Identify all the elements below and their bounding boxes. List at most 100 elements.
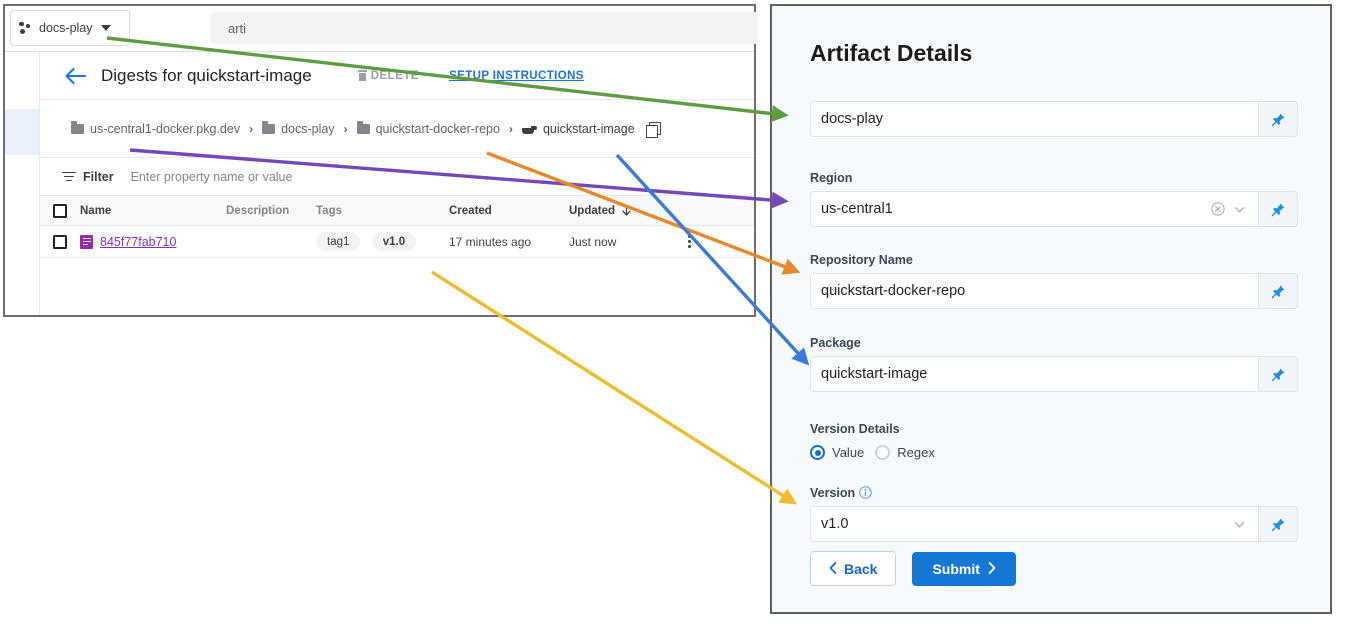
column-header-updated[interactable]: Updated	[569, 204, 674, 217]
tag-chip[interactable]: tag1	[316, 232, 361, 251]
breadcrumb-separator: ›	[508, 121, 513, 136]
column-header-name[interactable]: Name	[80, 204, 112, 217]
filter-row: Filter Enter property name or value	[40, 158, 754, 196]
select-all-checkbox-cell	[40, 203, 80, 218]
folder-icon	[356, 121, 370, 134]
digest-link[interactable]: 845f77fab710	[100, 234, 177, 249]
column-header-description[interactable]: Description	[226, 204, 290, 217]
version-field-value: v1.0	[821, 516, 849, 532]
nav-rail-active-item[interactable]	[5, 109, 39, 155]
breadcrumb-separator: ›	[249, 121, 254, 136]
clear-icon[interactable]	[1211, 202, 1225, 216]
project-field-group: docs-play	[810, 101, 1298, 137]
column-header-tags[interactable]: Tags	[316, 204, 342, 217]
project-selector-chip[interactable]: docs-play	[10, 10, 130, 46]
pin-icon[interactable]	[1259, 191, 1298, 227]
breadcrumb-label: us-central1-docker.pkg.dev	[90, 121, 241, 136]
row-checkbox[interactable]	[53, 234, 67, 249]
column-header-created[interactable]: Created	[449, 204, 492, 217]
breadcrumb-item-repository[interactable]: quickstart-docker-repo	[356, 121, 500, 136]
tag-chip[interactable]: v1.0	[371, 232, 417, 251]
breadcrumb-label: quickstart-image	[542, 121, 635, 136]
search-input[interactable]: arti	[210, 12, 758, 44]
region-field[interactable]: us-central1	[810, 191, 1259, 227]
breadcrumb-separator: ›	[343, 121, 348, 136]
radio-button-value[interactable]	[810, 445, 825, 460]
folder-icon	[71, 121, 84, 134]
breadcrumb-label: quickstart-docker-repo	[375, 121, 500, 136]
caret-down-icon	[100, 25, 111, 31]
radio-option-regex[interactable]: Regex	[875, 445, 935, 460]
version-field[interactable]: v1.0	[810, 506, 1259, 542]
cell-created: 17 minutes ago	[449, 234, 532, 249]
package-field[interactable]: quickstart-image	[810, 356, 1259, 392]
table-row[interactable]: 845f77fab710 tag1 v1.0 17 minutes ago Ju…	[40, 226, 754, 258]
select-all-checkbox[interactable]	[53, 203, 67, 218]
version-field-group: Version v1.0	[810, 486, 1298, 542]
version-details-group: Version Details Value Regex	[810, 422, 1298, 460]
chevron-right-icon	[988, 561, 996, 577]
project-dots-icon	[19, 21, 33, 35]
package-field-group: Package quickstart-image	[810, 336, 1298, 392]
form-button-row: Back Submit	[810, 551, 1016, 586]
radio-label-value: Value	[832, 445, 865, 460]
kebab-menu-icon[interactable]	[688, 234, 692, 250]
repository-label: Repository Name	[810, 253, 913, 267]
cell-tags: tag1 v1.0	[316, 232, 449, 251]
repository-field-group: Repository Name quickstart-docker-repo	[810, 253, 1298, 309]
artifact-details-panel: Artifact Details docs-play Region us-cen…	[770, 4, 1332, 614]
submit-button[interactable]: Submit	[912, 551, 1016, 586]
package-field-value: quickstart-image	[821, 366, 928, 382]
panel-title: Artifact Details	[810, 40, 973, 66]
digests-table: Name Description Tags Created Updated 84…	[40, 196, 754, 258]
column-header-updated-label: Updated	[569, 204, 615, 217]
project-name-label: docs-play	[39, 21, 93, 35]
repository-field-value: quickstart-docker-repo	[821, 283, 966, 299]
radio-label-regex: Regex	[897, 445, 935, 460]
cell-updated: Just now	[569, 234, 617, 249]
filter-icon[interactable]	[62, 171, 76, 182]
version-label-row: Version	[810, 486, 1298, 500]
version-details-label: Version Details	[810, 422, 900, 436]
artifact-registry-window: docs-play arti Digests for quickstart-im…	[3, 4, 758, 317]
trash-icon	[357, 70, 367, 81]
pin-icon[interactable]	[1259, 273, 1298, 309]
pin-icon[interactable]	[1259, 356, 1298, 392]
table-header-row: Name Description Tags Created Updated	[40, 196, 754, 226]
folder-icon	[262, 121, 276, 134]
radio-option-value[interactable]: Value	[810, 445, 864, 460]
pin-icon[interactable]	[1259, 506, 1298, 542]
delete-button[interactable]: DELETE	[357, 70, 419, 82]
package-label: Package	[810, 336, 861, 350]
pin-icon[interactable]	[1259, 101, 1298, 137]
breadcrumb-item-image[interactable]: quickstart-image	[521, 121, 635, 136]
breadcrumb: us-central1-docker.pkg.dev › docs-play ›…	[40, 100, 754, 158]
cell-actions	[674, 234, 754, 250]
project-field[interactable]: docs-play	[810, 101, 1259, 137]
page-header: Digests for quickstart-image DELETE SETU…	[40, 52, 754, 100]
cell-name: 845f77fab710	[80, 234, 226, 249]
project-field-value: docs-play	[821, 111, 884, 127]
chevron-down-icon[interactable]	[1233, 203, 1246, 216]
info-icon[interactable]	[859, 486, 872, 499]
region-field-group: Region us-central1	[810, 171, 1298, 227]
back-button[interactable]: Back	[810, 551, 897, 586]
console-top-bar: docs-play arti	[5, 6, 758, 52]
setup-instructions-link[interactable]: SETUP INSTRUCTIONS	[449, 69, 584, 82]
arrow-down-icon	[622, 204, 631, 216]
docker-whale-icon	[521, 123, 537, 134]
repository-field[interactable]: quickstart-docker-repo	[810, 273, 1259, 309]
radio-button-regex[interactable]	[875, 445, 891, 460]
chevron-left-icon	[829, 561, 837, 577]
version-label: Version	[810, 486, 856, 500]
copy-icon[interactable]	[645, 121, 661, 138]
back-button-label: Back	[844, 560, 878, 577]
chevron-down-icon[interactable]	[1233, 518, 1246, 531]
digest-icon	[80, 234, 93, 249]
filter-input[interactable]: Enter property name or value	[130, 169, 293, 184]
region-label: Region	[810, 171, 853, 185]
back-arrow-icon[interactable]	[64, 65, 86, 87]
breadcrumb-item-registry[interactable]: us-central1-docker.pkg.dev	[71, 121, 241, 136]
breadcrumb-item-project[interactable]: docs-play	[262, 121, 335, 136]
submit-button-label: Submit	[932, 560, 980, 577]
